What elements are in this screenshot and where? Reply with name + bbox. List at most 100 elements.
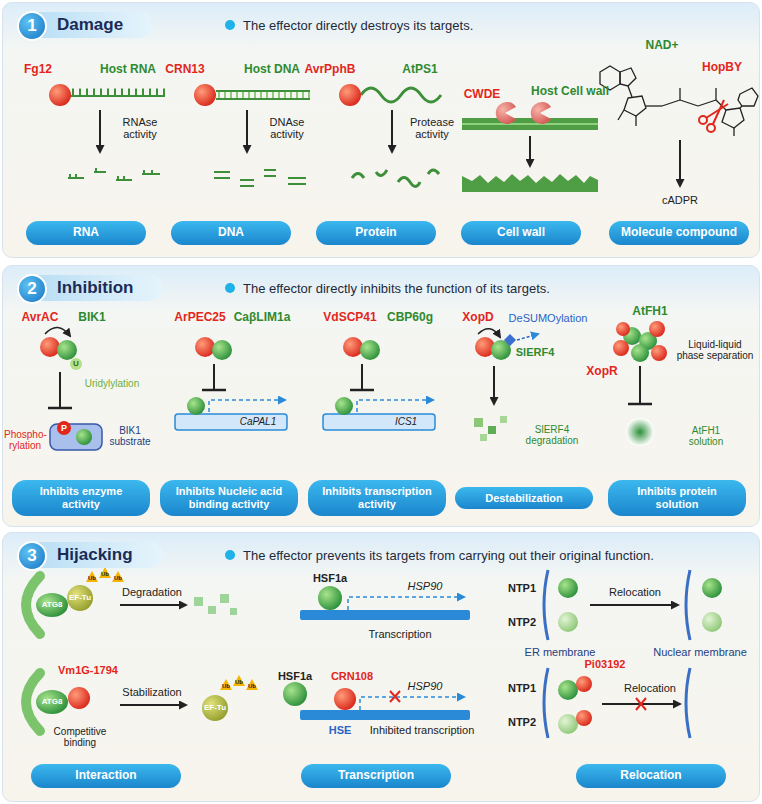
panel-heading: Damage	[33, 12, 153, 38]
label: Relocation	[624, 682, 676, 694]
label: Inhibited transcription	[370, 724, 475, 736]
label: Ub	[114, 575, 122, 582]
label: Protease activity	[404, 116, 460, 141]
label: Degradation	[122, 586, 182, 598]
category-pill: Destabilization	[455, 487, 593, 510]
label: Host Cell wall	[531, 85, 609, 98]
label: HopBY	[702, 61, 742, 74]
label: Host RNA	[100, 63, 156, 76]
label: DNAse activity	[259, 116, 315, 141]
pill-text: Inhibits enzyme activity	[20, 485, 142, 510]
label: Ub	[235, 679, 243, 686]
label: AtPS1	[402, 63, 437, 76]
label: NTP2	[508, 716, 536, 728]
label: Ub	[88, 575, 96, 582]
label: HSE	[329, 724, 352, 736]
step-number-text: 3	[27, 546, 36, 566]
category-pill: Inhibits protein solution	[608, 480, 746, 515]
label: DeSUMOylation	[509, 312, 588, 324]
pill-text: Molecule compound	[617, 226, 741, 240]
label: Relocation	[609, 586, 661, 598]
category-pill: Protein	[316, 221, 436, 245]
step-number-text: 2	[27, 279, 36, 299]
label: Transcription	[368, 628, 431, 640]
label: Stabilization	[122, 686, 181, 698]
label: EF-Tu	[69, 594, 91, 603]
pill-text: Interaction	[39, 769, 173, 783]
label: HSP90	[408, 680, 443, 692]
label: AtFH1 solution	[676, 425, 736, 447]
label: Vm1G-1794	[58, 664, 118, 676]
category-pill: Interaction	[31, 764, 181, 788]
label: VdSCP41	[323, 311, 376, 324]
pill-text: Transcription	[309, 769, 443, 783]
label: CWDE	[464, 88, 501, 101]
step-number: 2	[17, 274, 47, 304]
panel-description: The effector directly destroys its targe…	[243, 18, 473, 33]
label: ATG8	[42, 601, 63, 610]
label: BIK1	[78, 311, 105, 324]
panel-description: The effector prevents its targets from c…	[243, 548, 654, 563]
panel-heading: Inhibition	[33, 275, 163, 301]
pill-text: Inhibits Nucleic acid binding activity	[168, 485, 290, 510]
pill-text: Cell wall	[469, 226, 573, 240]
label: XopD	[462, 311, 493, 324]
pill-text: Inhibits protein solution	[616, 485, 738, 510]
label: CRN108	[331, 670, 373, 682]
pill-text: Protein	[324, 226, 428, 240]
pill-text: Relocation	[584, 769, 718, 783]
label: P	[61, 423, 67, 433]
label: Nuclear membrane	[653, 646, 747, 658]
label: NTP1	[508, 582, 536, 594]
category-pill: Molecule compound	[609, 221, 749, 245]
label: U	[73, 360, 79, 369]
category-pill: Relocation	[576, 764, 726, 788]
pill-text: DNA	[179, 226, 283, 240]
label: HSF1a	[313, 572, 347, 584]
panel-description: The effector directly inhibits the funct…	[243, 281, 550, 296]
label: Fg12	[24, 63, 52, 76]
pill-text: Inhibits transcription activity	[316, 485, 438, 510]
label: Competitive binding	[49, 726, 111, 748]
label: AvrPphB	[305, 63, 356, 76]
label: SlERF4	[516, 346, 555, 358]
label: Ub	[101, 571, 109, 578]
label: Host DNA	[244, 63, 300, 76]
label: CaβLIM1a	[234, 311, 291, 324]
label: NAD+	[645, 39, 678, 52]
category-pill: Inhibits Nucleic acid binding activity	[160, 480, 298, 515]
step-number: 3	[17, 541, 47, 571]
label: CaPAL1	[240, 416, 277, 427]
category-pill: RNA	[26, 221, 146, 245]
label: NTP2	[508, 616, 536, 628]
label: Ub	[248, 683, 256, 690]
label: Ub	[222, 683, 230, 690]
category-pill: Transcription	[301, 764, 451, 788]
label: ER membrane	[525, 646, 596, 658]
label: CRN13	[165, 63, 204, 76]
label: AvrAC	[22, 311, 59, 324]
label: Pi03192	[585, 658, 626, 670]
label: Liquid-liquid phase separation	[676, 339, 754, 361]
label: ICS1	[395, 416, 417, 427]
panel-heading: Hijacking	[33, 542, 163, 568]
label: Phospho- rylation	[4, 429, 46, 451]
label: EF-Tu	[204, 704, 226, 713]
label: AtFH1	[632, 305, 667, 318]
label: NTP1	[508, 682, 536, 694]
pill-text: Destabilization	[463, 492, 585, 505]
label: HSF1a	[278, 670, 312, 682]
label: ArPEC25	[174, 311, 225, 324]
label: cADPR	[662, 194, 698, 206]
category-pill: Cell wall	[461, 221, 581, 245]
pill-text: RNA	[34, 226, 138, 240]
label: RNAse activity	[112, 116, 168, 141]
label: XopR	[586, 365, 617, 378]
category-pill: Inhibits enzyme activity	[12, 480, 150, 515]
label: HSP90	[408, 580, 443, 592]
category-pill: DNA	[171, 221, 291, 245]
label: ATG8	[42, 698, 63, 707]
label: CBP60g	[387, 311, 433, 324]
label: Uridylylation	[85, 378, 139, 389]
label: BIK1 substrate	[105, 425, 155, 447]
